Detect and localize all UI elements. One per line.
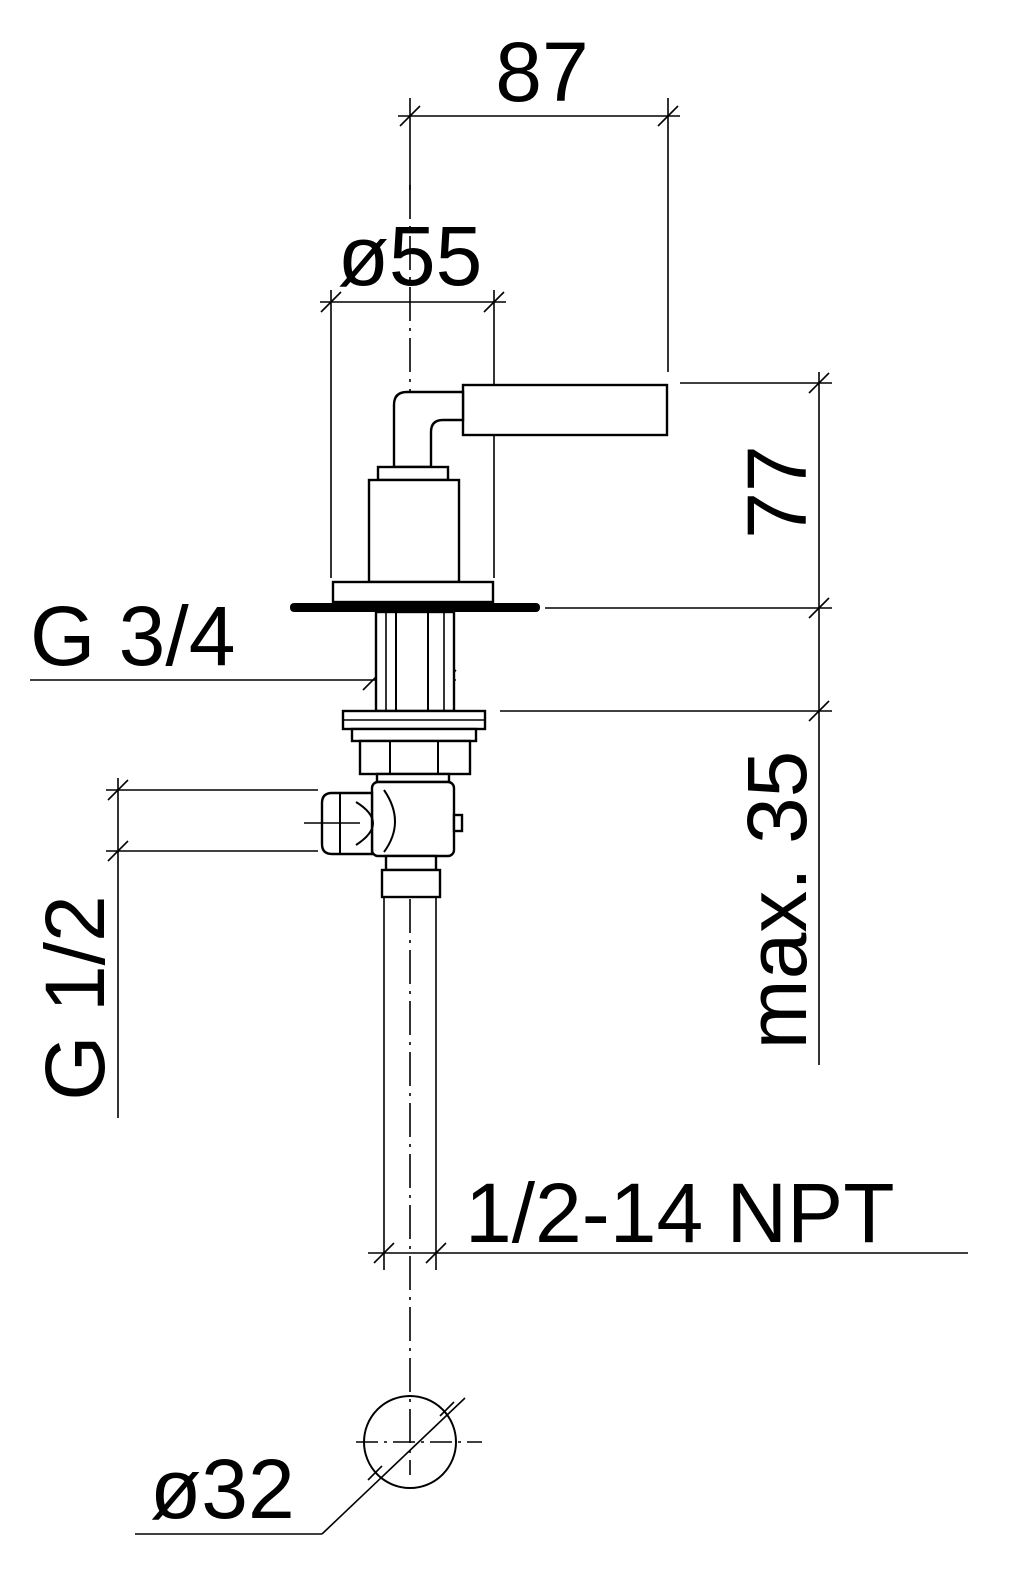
bottom-outlet bbox=[380, 868, 442, 899]
dimension-height: 77 max. 35 bbox=[500, 372, 832, 1065]
bottom-outlet-neck bbox=[384, 854, 438, 872]
dimension-32-label: ø32 bbox=[150, 1442, 295, 1536]
dimension-87-label: 87 bbox=[495, 25, 588, 119]
dimension-55: ø55 bbox=[320, 209, 506, 578]
lever-arm bbox=[392, 390, 465, 469]
deck-plate bbox=[290, 603, 540, 612]
nut-hex bbox=[358, 739, 472, 776]
side-screw bbox=[452, 813, 464, 833]
dimension-32: ø32 bbox=[135, 1395, 482, 1536]
thread-g34-label: G 3/4 bbox=[30, 589, 235, 683]
thread-g12: G 1/2 bbox=[28, 778, 318, 1118]
thread-npt-label: 1/2-14 NPT bbox=[465, 1166, 895, 1260]
mounting-shank bbox=[374, 610, 456, 713]
lever-handle bbox=[461, 383, 669, 437]
dimension-77-label: 77 bbox=[730, 445, 824, 538]
thread-npt: 1/2-14 NPT bbox=[368, 895, 968, 1270]
nut bbox=[350, 727, 478, 743]
upper-body bbox=[367, 478, 461, 584]
dimension-max35-label: max. 35 bbox=[730, 751, 824, 1050]
spindle-collar bbox=[376, 465, 450, 482]
valve-body bbox=[290, 383, 669, 899]
dimension-87: 87 bbox=[398, 25, 680, 372]
dimension-55-label: ø55 bbox=[338, 209, 483, 303]
escutcheon bbox=[331, 580, 495, 604]
thread-g12-label: G 1/2 bbox=[28, 895, 122, 1100]
angle-valve-body bbox=[370, 780, 456, 858]
